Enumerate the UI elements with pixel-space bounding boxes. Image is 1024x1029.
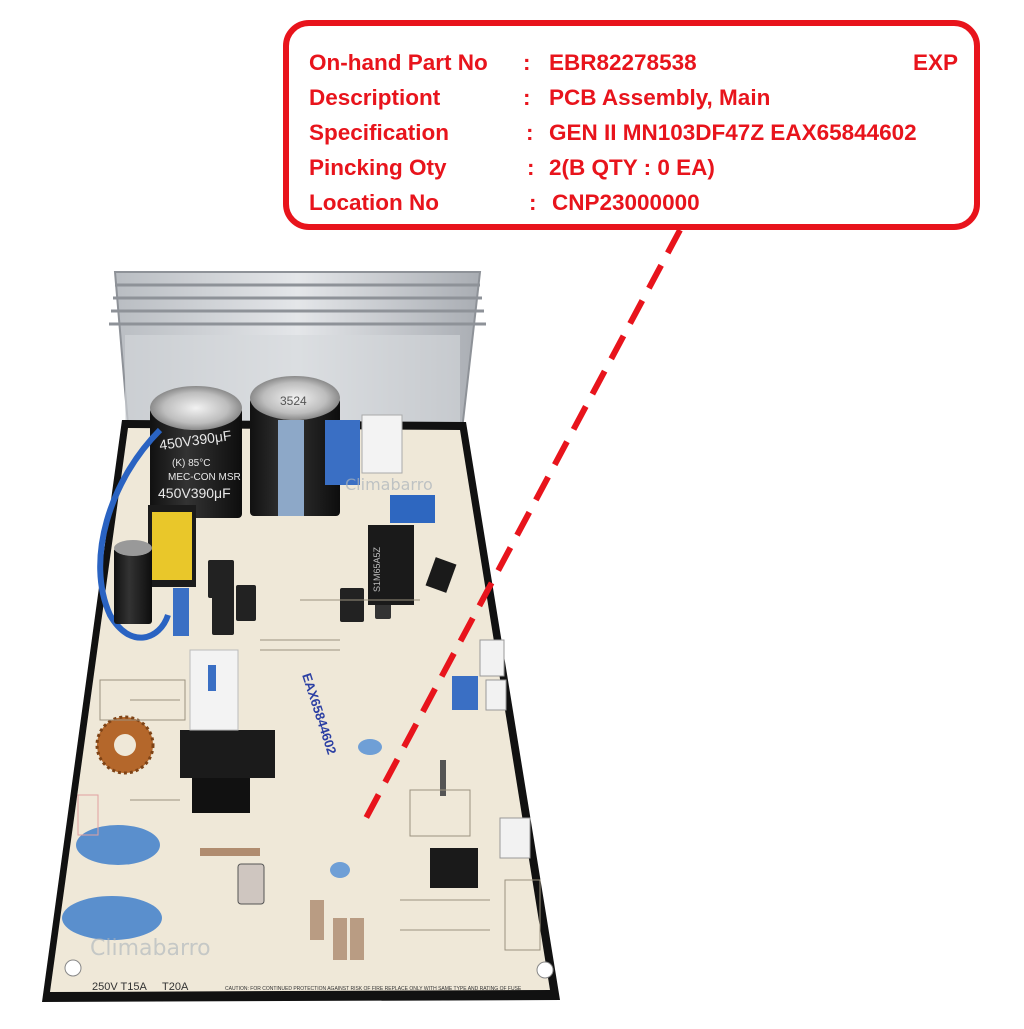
relay [180, 649, 275, 813]
info-value: PCB Assembly, Main [549, 85, 771, 110]
svg-text:S1M65A5Z: S1M65A5Z [372, 546, 382, 592]
info-extra: EXP [912, 50, 958, 75]
info-value: EBR82278538 [549, 50, 697, 75]
pcb-traces [77, 599, 541, 951]
connector-right-2 [485, 679, 507, 711]
mounting-hole [64, 959, 82, 977]
power-resistors [200, 848, 364, 960]
svg-text:450V390μF: 450V390μF [158, 485, 231, 501]
part-info-box: On-hand Part No : EBR82278538 EXP Descri… [283, 20, 980, 230]
bridge-rectifier [430, 848, 478, 888]
info-row-description: Descriptiont : PCB Assembly, Main [309, 83, 958, 113]
watermark: Climabarro [90, 936, 211, 961]
blue-box-component [390, 495, 435, 523]
info-separator: : [529, 190, 537, 215]
info-label: Pincking Oty [309, 155, 447, 180]
mounting-hole [536, 961, 554, 979]
blue-wire [97, 427, 171, 641]
blue-connector [325, 420, 360, 485]
svg-text:(K) 85°C: (K) 85°C [172, 458, 210, 469]
resistor [440, 760, 446, 796]
white-connector [361, 414, 403, 474]
watermark: Climabarro [345, 475, 433, 494]
svg-text:T20A: T20A [162, 981, 189, 993]
info-row-specification: Specification : GEN II MN103DF47Z EAX658… [309, 118, 958, 148]
callout-line [362, 228, 683, 822]
svg-text:CAUTION: FOR CONTINUED PROTECT: CAUTION: FOR CONTINUED PROTECTION AGAINS… [225, 986, 522, 992]
info-label: On-hand Part No [309, 50, 488, 75]
info-label: Descriptiont [309, 85, 441, 110]
info-separator: : [523, 50, 531, 75]
connector-right-3 [499, 817, 531, 859]
info-label: Specification [309, 120, 450, 145]
main-capacitor-2: 3524 [250, 376, 340, 516]
info-label: Location No [309, 190, 439, 215]
ic-chip: S1M65A5Z [368, 525, 457, 605]
svg-text:250V T15A: 250V T15A [92, 981, 148, 993]
info-separator: : [523, 85, 531, 110]
connector-right-1 [479, 639, 505, 677]
info-value: 2(B QTY : 0 EA) [549, 155, 715, 180]
fuse-label: 250V T15A T20A CAUTION: FOR CONTINUED PR… [92, 981, 522, 993]
svg-text:3524: 3524 [280, 394, 307, 408]
transformer [148, 505, 196, 587]
info-row-part-no: On-hand Part No : EBR82278538 EXP [309, 48, 958, 78]
small-capacitors [114, 540, 391, 905]
svg-text:MEC-CON MSR: MEC-CON MSR [168, 472, 241, 483]
info-value: CNP23000000 [552, 190, 700, 215]
connector-right-blue [452, 676, 478, 710]
toroid-inductor [95, 715, 155, 775]
main-capacitor-1: 450V390μF (K) 85°C MEC-CON MSR 450V390μF [150, 386, 242, 518]
info-separator: : [527, 155, 535, 180]
info-row-location: Location No : CNP23000000 [309, 188, 958, 218]
info-separator: : [526, 120, 534, 145]
info-row-picking-qty: Pincking Oty : 2(B QTY : 0 EA) [309, 153, 958, 183]
info-value: GEN II MN103DF47Z EAX65844602 [549, 120, 917, 145]
